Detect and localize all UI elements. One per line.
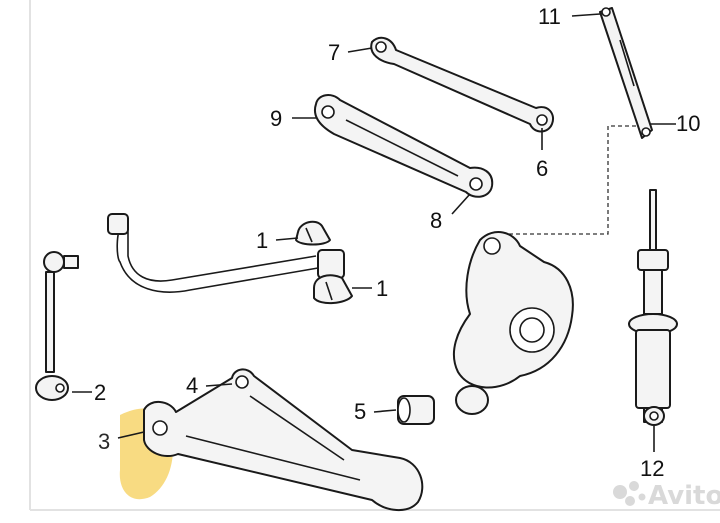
callout-7: 7: [328, 40, 340, 65]
callout-3: 3: [98, 429, 110, 454]
callout-9: 9: [270, 106, 282, 131]
part-lower-arm-4: [143, 368, 424, 511]
callout-12: 12: [640, 456, 664, 481]
callout-6: 6: [536, 156, 548, 181]
callout-2: 2: [94, 380, 106, 405]
part-bushing-1-lower: [313, 274, 353, 304]
callout-1-upper: 1: [256, 228, 268, 253]
part-stabilizer-link-2: [35, 251, 79, 401]
callout-10: 10: [676, 111, 700, 136]
callout-11: 11: [538, 4, 561, 29]
callout-1-lower: 1: [376, 276, 388, 301]
frame: [29, 0, 720, 511]
dashed-connector: [496, 125, 636, 235]
part-upper-link-11: [599, 7, 653, 139]
avito-text: Avito: [648, 481, 720, 511]
part-upper-arm-7: [370, 36, 554, 133]
leader-lines: [72, 13, 676, 452]
part-shock-12: [628, 189, 678, 426]
callout-4: 4: [186, 373, 198, 398]
part-bushing-1-upper: [295, 220, 331, 246]
part-bushing-5: [397, 395, 435, 425]
avito-dots-icon: [613, 481, 646, 506]
part-knuckle: [453, 231, 574, 415]
callout-5: 5: [354, 399, 366, 424]
avito-watermark: Avito: [613, 481, 720, 511]
callout-labels: 11 10 7 6 9 8 1 1 2 3 4 5 12: [94, 4, 700, 481]
callout-8: 8: [430, 208, 442, 233]
part-arm-9: [314, 94, 494, 198]
